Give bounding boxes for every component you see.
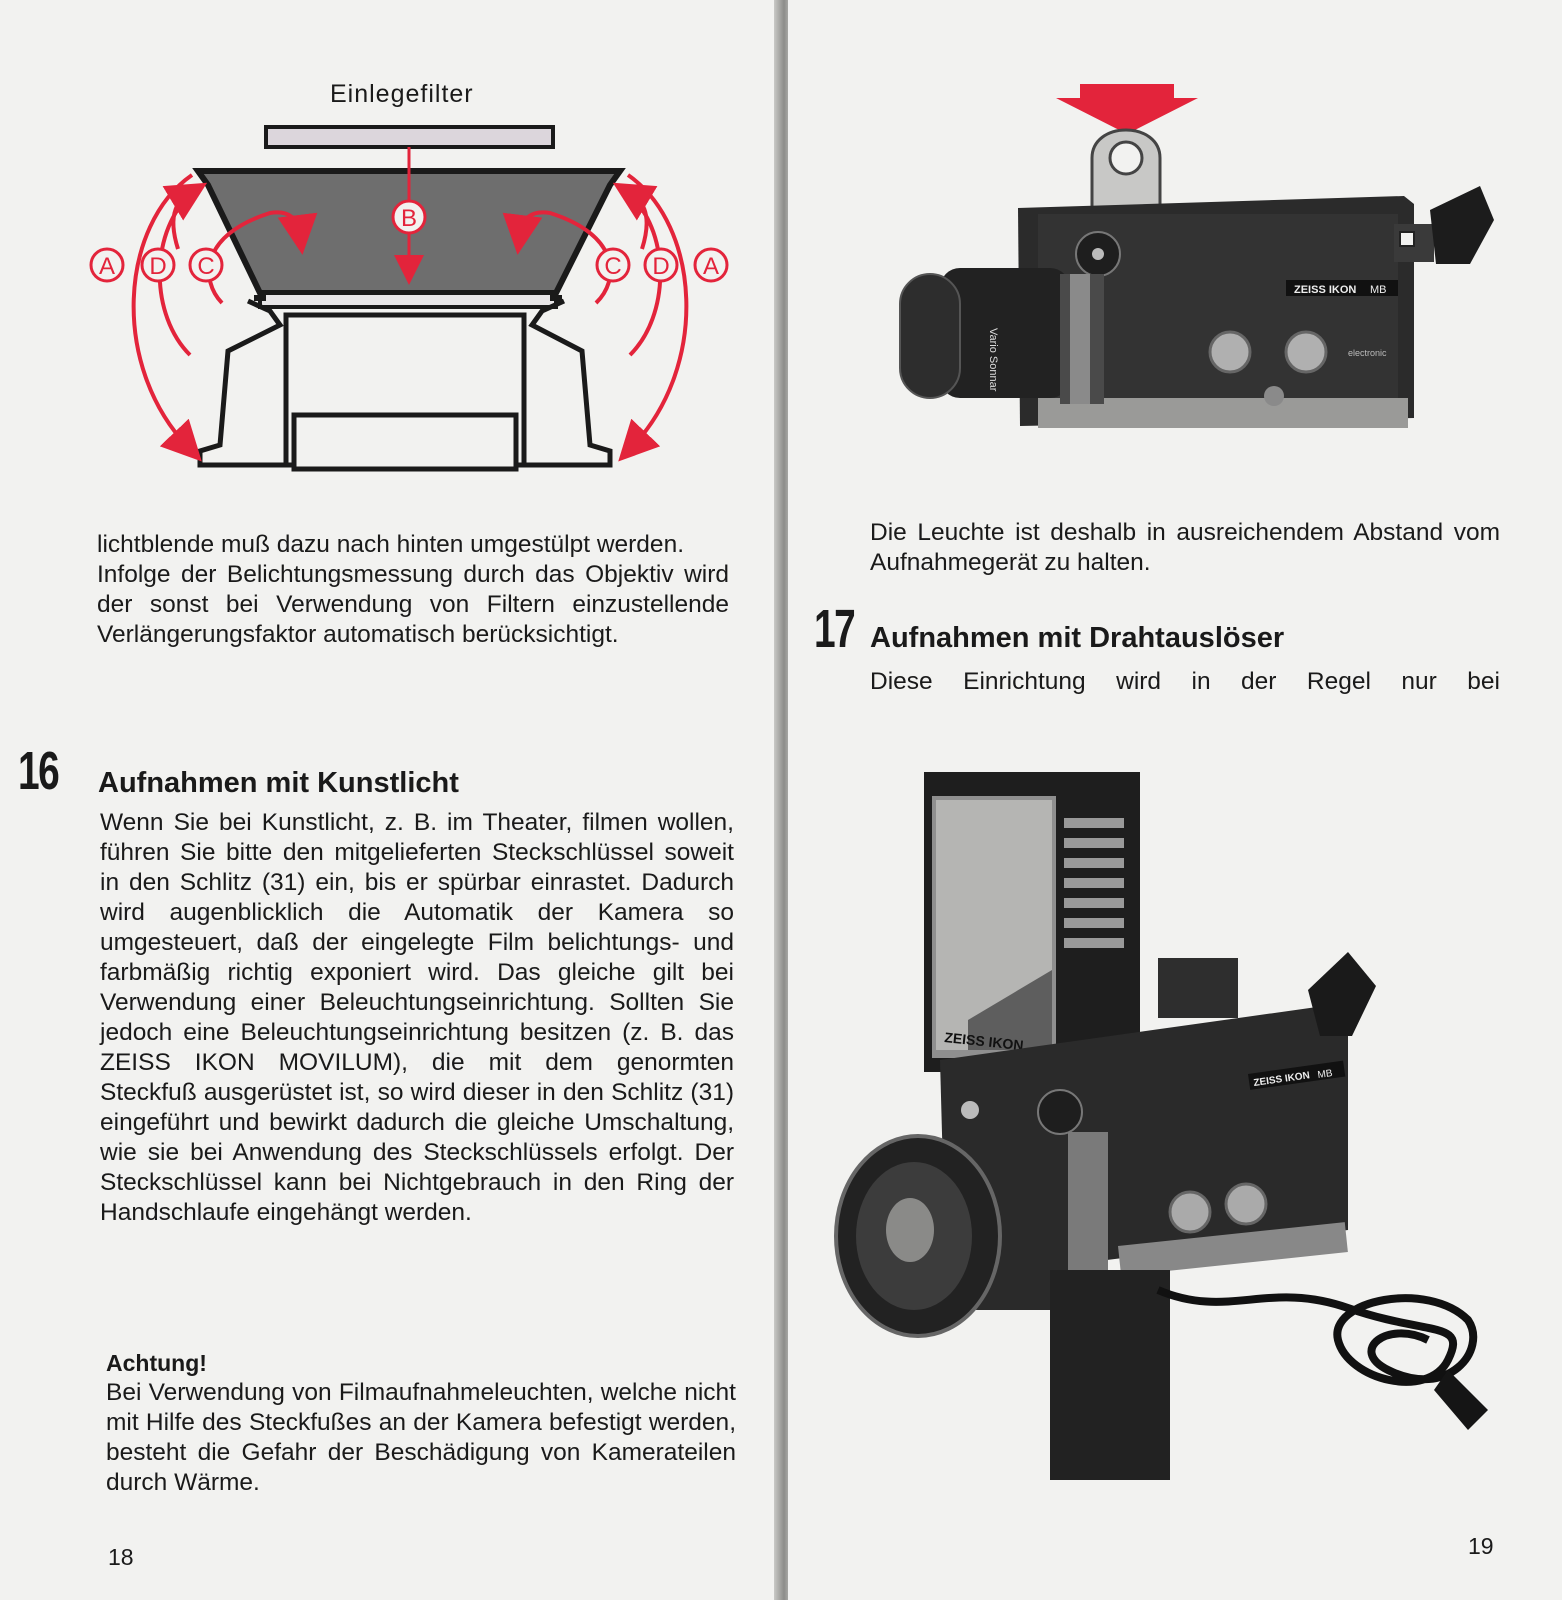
- lens-hood-filter-diagram: B A D C C D A: [89, 125, 729, 472]
- top-badge: electronic: [1348, 348, 1387, 358]
- red-arrow-icon: [1056, 84, 1198, 134]
- camera-photo-top: Vario Sonnar ZEISS IKON MB electronic: [899, 84, 1494, 428]
- lens-label: Vario Sonnar: [987, 328, 999, 392]
- section-16-number: 16: [18, 741, 60, 801]
- section-17-body: Diese Einrichtung wird in der Regel nur …: [870, 668, 1500, 695]
- warning-title: Achtung!: [106, 1350, 207, 1376]
- section-16-title: Aufnahmen mit Kunstlicht: [98, 767, 459, 799]
- marker-left-2: D: [149, 253, 166, 280]
- camera-photo-bottom: ZEISS IKON ZEISS IKON: [834, 772, 1488, 1480]
- continuation-text: lichtblende muß dazu nach hinten umgestü…: [97, 531, 729, 648]
- section-16-body: Wenn Sie bei Kunstlicht, z. B. im Theate…: [100, 809, 734, 1226]
- section-17-title: Aufnahmen mit Drahtauslöser: [870, 622, 1285, 654]
- left-page: Einlegefilter B: [0, 0, 780, 1600]
- filter-label: Einlegefilter: [330, 80, 474, 108]
- marker-left-1: A: [99, 253, 115, 280]
- marker-right-1: C: [604, 253, 621, 280]
- top-brand-plate: ZEISS IKON: [1294, 284, 1356, 296]
- filter-plate: [264, 125, 555, 149]
- marker-left-3: C: [197, 253, 214, 280]
- marker-b: B: [401, 205, 417, 232]
- top-model: MB: [1370, 284, 1387, 296]
- right-page: Vario Sonnar ZEISS IKON MB electronic Di…: [788, 0, 1562, 1600]
- marker-right-3: A: [703, 253, 719, 280]
- page-number-left: 18: [108, 1544, 134, 1570]
- marker-right-2: D: [652, 253, 669, 280]
- caption-text: Die Leuchte ist deshalb in ausreichendem…: [870, 519, 1500, 576]
- cable-release: [1156, 1286, 1478, 1386]
- warning-body: Bei Verwendung von Filmaufnahmeleuchten,…: [106, 1379, 736, 1496]
- bottom-model: MB: [1317, 1068, 1334, 1081]
- section-17-number: 17: [814, 599, 856, 659]
- page-number-right: 19: [1468, 1533, 1494, 1559]
